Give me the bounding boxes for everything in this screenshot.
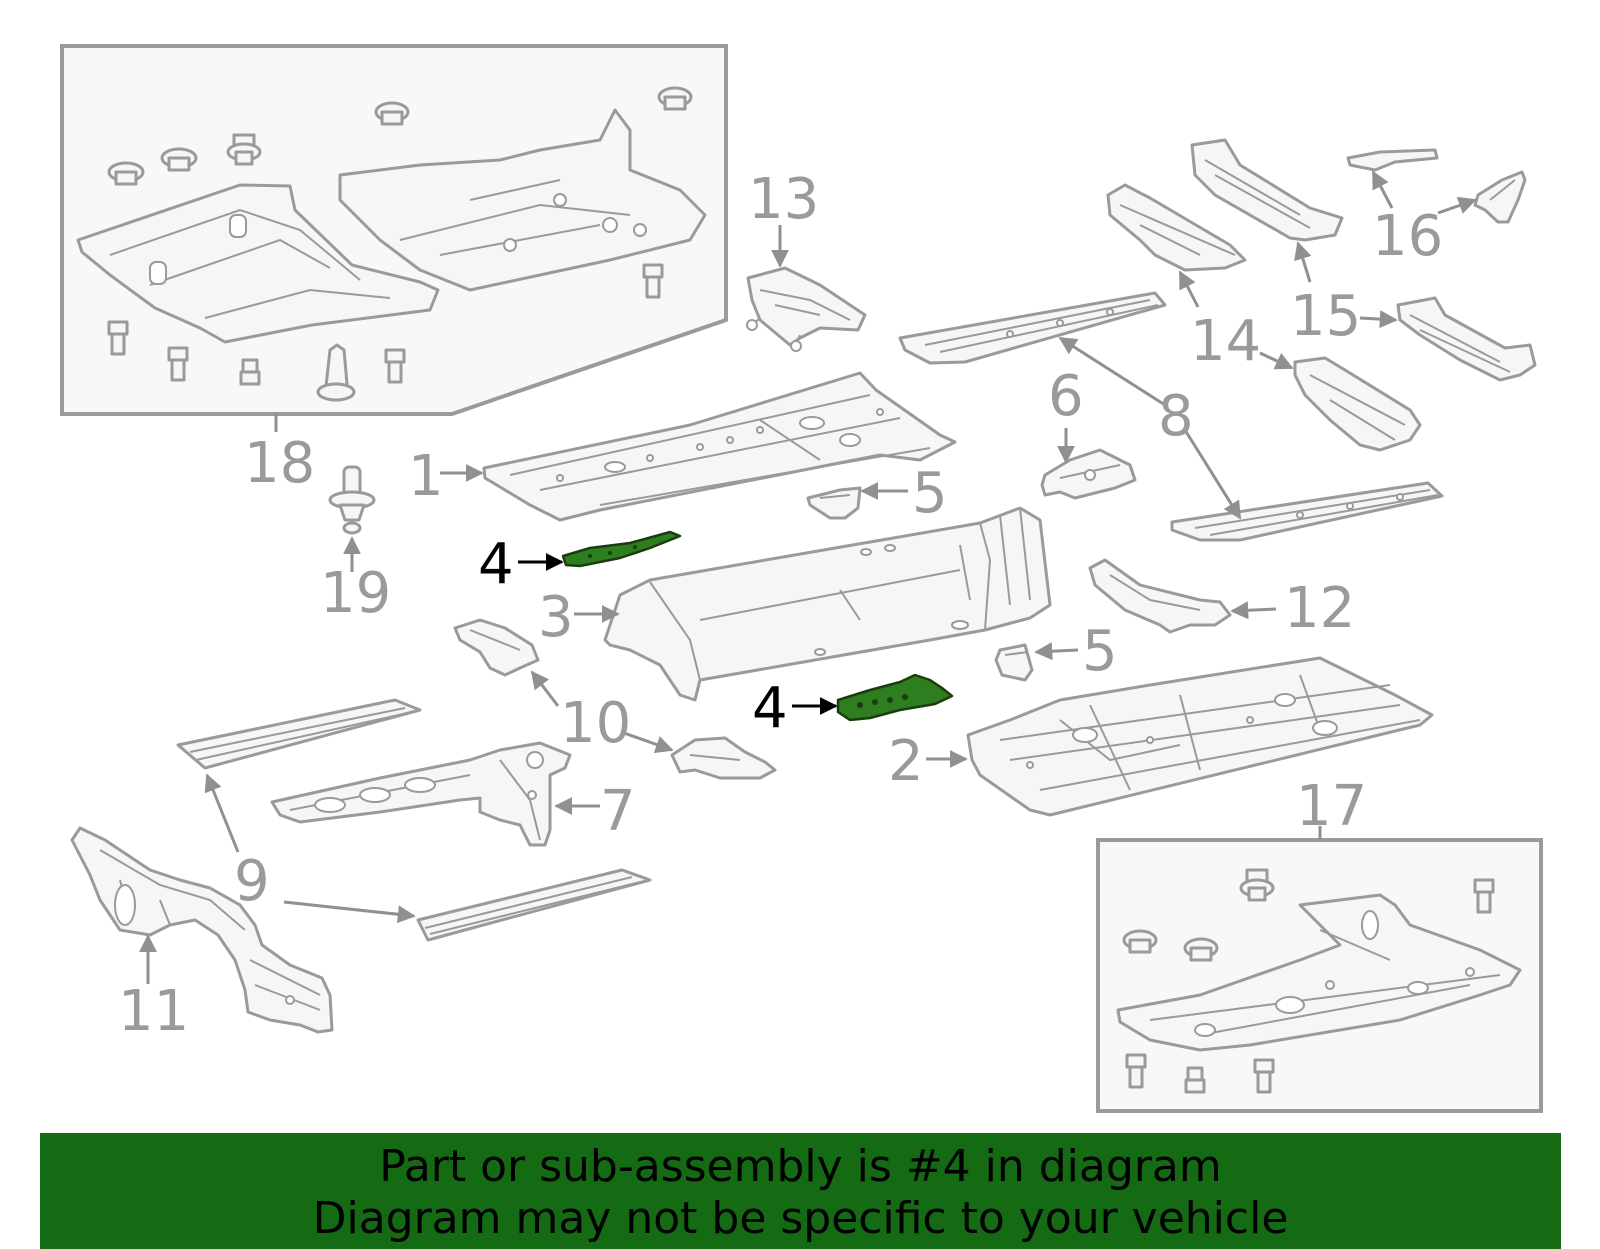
callout-19: 19 <box>320 561 391 626</box>
part-6-bracket <box>1040 448 1137 500</box>
part-13-bracket <box>746 266 867 352</box>
part-8-upper-rail <box>898 291 1167 365</box>
part-5-bracket-lower <box>994 643 1034 682</box>
part-18-under-cover-box <box>60 44 728 416</box>
info-banner: Part or sub-assembly is #4 in diagram Di… <box>40 1133 1561 1249</box>
part-9-rocker-lower <box>416 868 652 942</box>
part-19-clip <box>328 465 376 535</box>
part-14-crossmember-lower <box>1293 356 1422 452</box>
part-11-side-member <box>70 826 334 1034</box>
callout-5-lower: 5 <box>1082 619 1118 684</box>
callout-5-upper: 5 <box>912 461 948 526</box>
callout-15: 15 <box>1290 284 1361 349</box>
callout-7: 7 <box>600 779 636 844</box>
callout-10: 10 <box>560 691 631 756</box>
part-14-crossmember-upper <box>1106 183 1247 272</box>
part-7-crossmember <box>270 741 572 847</box>
callout-9-upper: 9 <box>234 849 270 914</box>
part-16-brackets <box>1346 148 1527 224</box>
callout-6: 6 <box>1048 364 1084 429</box>
part-15-crossmember-upper <box>1190 138 1344 242</box>
callout-4-lower: 4 <box>752 676 788 741</box>
callout-2: 2 <box>888 729 924 794</box>
part-3-floor-tunnel <box>603 506 1052 702</box>
part-17-under-cover-box <box>1096 838 1543 1113</box>
part-5-bracket-upper <box>806 486 862 520</box>
callout-18: 18 <box>244 431 315 496</box>
callout-16: 16 <box>1372 204 1443 269</box>
callout-3: 3 <box>538 585 574 650</box>
part-1-front-floor-pan <box>482 371 957 522</box>
part-9-rocker-upper <box>176 698 422 770</box>
callout-8: 8 <box>1158 384 1194 449</box>
callout-14: 14 <box>1190 309 1261 374</box>
part-4-reinforcement-lower <box>836 673 954 722</box>
callout-11: 11 <box>118 979 189 1044</box>
part-15-crossmember-lower <box>1396 296 1537 382</box>
callout-4-upper: 4 <box>478 532 514 597</box>
part-10-bracket-lower <box>670 736 777 780</box>
callout-17: 17 <box>1296 774 1367 839</box>
part-2-rear-floor-pan <box>966 656 1434 817</box>
callout-1: 1 <box>408 444 444 509</box>
part-10-bracket-upper <box>453 618 540 677</box>
callout-12: 12 <box>1284 576 1355 641</box>
callout-13: 13 <box>748 167 819 232</box>
banner-line-2: Diagram may not be specific to your vehi… <box>312 1193 1289 1244</box>
part-12-bracket <box>1088 558 1232 634</box>
part-8-lower-rail <box>1170 481 1444 542</box>
part-4-reinforcement-upper <box>561 530 682 568</box>
banner-line-1: Part or sub-assembly is #4 in diagram <box>379 1141 1222 1192</box>
